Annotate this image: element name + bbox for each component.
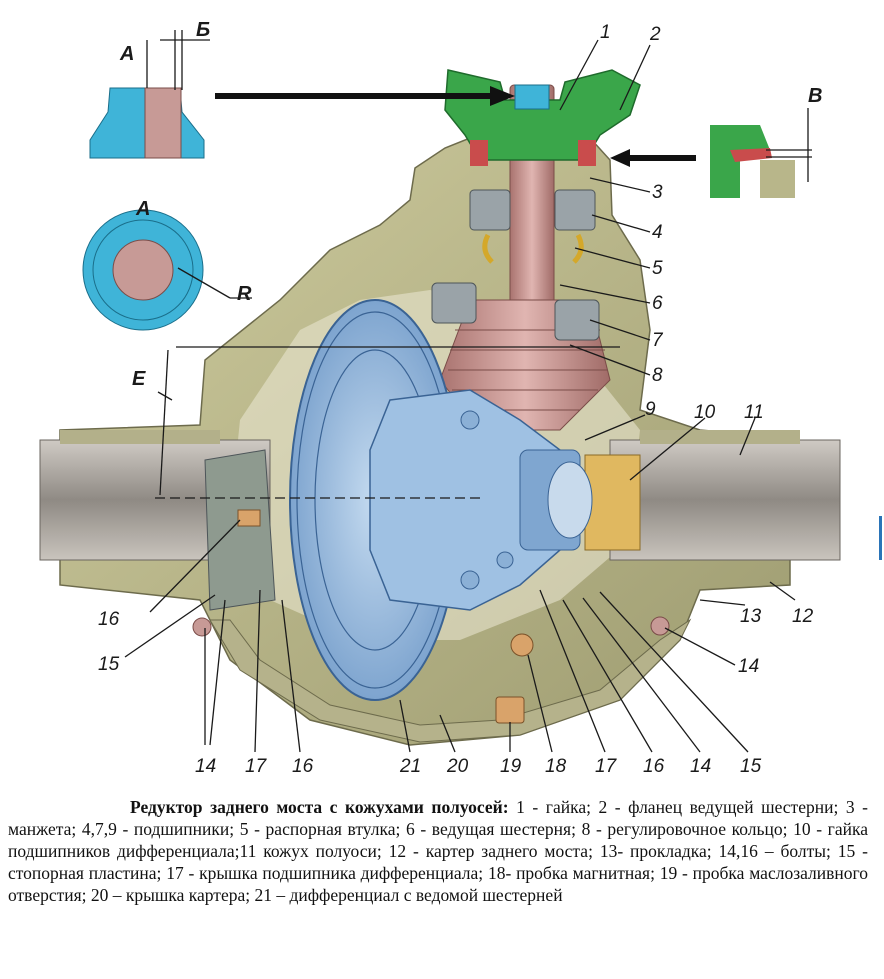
axle-housing-sleeve-left [60, 430, 220, 444]
callout-21: 21 [399, 756, 421, 777]
view-label-a: А [135, 198, 150, 220]
callout-19: 19 [500, 756, 522, 777]
callout-1: 1 [600, 22, 611, 43]
axle-tube-right [609, 439, 841, 561]
callout-14-left: 14 [195, 756, 216, 777]
differential-case [369, 389, 561, 611]
callout-4: 4 [652, 222, 663, 243]
diagram-stage: 1 2 3 4 5 6 7 8 9 10 11 12 13 14 15 16 1… [39, 19, 841, 777]
figure-caption: Редуктор заднего моста с кожухами полуос… [8, 796, 868, 906]
callout-14-bottom: 14 [690, 756, 711, 777]
callout-2: 2 [649, 24, 661, 45]
dimension-e-leader [157, 391, 173, 401]
cap-bolt-left [237, 509, 261, 527]
view-label-b: Б [196, 19, 210, 41]
callout-7: 7 [652, 330, 664, 351]
case-bolt-2 [460, 570, 480, 590]
view-label-a-top: А [119, 43, 134, 65]
callout-14-right: 14 [738, 656, 759, 677]
callout-9: 9 [645, 399, 656, 420]
detail-a-front [82, 209, 252, 331]
callout-10: 10 [694, 402, 716, 423]
arrow-to-seal [610, 149, 696, 167]
callout-17-left: 17 [245, 756, 268, 777]
leader-lines [124, 39, 796, 753]
view-label-r: R [237, 283, 252, 305]
edge-marker [879, 516, 882, 560]
pinion-nut [514, 84, 550, 110]
callout-16-bottom: 16 [292, 756, 314, 777]
callout-17-right: 17 [595, 756, 618, 777]
callout-18: 18 [545, 756, 567, 777]
housing-cover [209, 618, 692, 743]
axle-housing-sleeve-right [640, 430, 800, 444]
callout-13: 13 [740, 606, 762, 627]
cover-bolt-right [650, 616, 670, 636]
callout-16-left: 16 [98, 609, 120, 630]
detail-a-side [89, 30, 210, 159]
case-bolt-3 [496, 551, 514, 569]
filler-plug [495, 696, 525, 724]
callout-12: 12 [792, 606, 814, 627]
cover-bolt-left [192, 617, 212, 637]
pinion-bearings [431, 189, 600, 341]
callout-11: 11 [744, 402, 764, 423]
magnetic-plug [510, 633, 534, 657]
bearing-nut [584, 454, 641, 551]
dimension-e-arrow [159, 349, 169, 496]
callout-6: 6 [652, 293, 663, 314]
arrow-to-nut [215, 86, 515, 106]
callout-20: 20 [446, 756, 469, 777]
callout-16-right: 16 [643, 756, 665, 777]
callout-8: 8 [652, 365, 663, 386]
seal-right [578, 140, 596, 166]
bearing-cap-left [204, 449, 276, 611]
callout-3: 3 [652, 182, 663, 203]
callout-15-left: 15 [98, 654, 120, 675]
bearing-bore [547, 461, 593, 539]
rear-axle-gearbox-drawing: 1 2 3 4 5 6 7 8 9 10 11 12 13 14 15 16 1… [39, 19, 841, 777]
detail-v [707, 108, 812, 198]
seal [470, 140, 488, 166]
view-label-v: В [808, 85, 822, 107]
caption-title: Редуктор заднего моста с кожухами полуос… [130, 797, 509, 817]
callout-15-right: 15 [740, 756, 762, 777]
caption-text: 1 - гайка; 2 - фланец ведущей шестерни; … [8, 797, 868, 905]
view-label-e: Е [132, 368, 146, 390]
case-bolt [460, 410, 480, 430]
callout-5: 5 [652, 258, 663, 279]
